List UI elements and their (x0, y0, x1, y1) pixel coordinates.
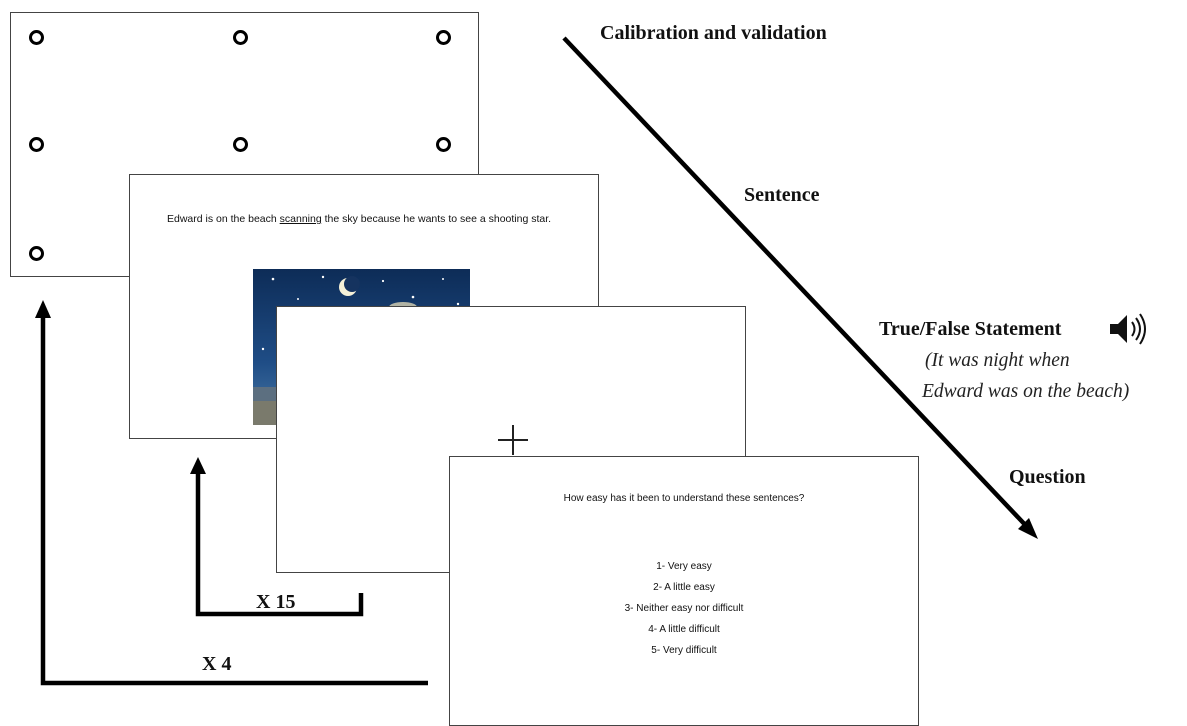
label-repeat-inner: X 15 (256, 591, 296, 613)
statement-line1: (It was night when (925, 350, 1070, 371)
timeline-arrow-head (1018, 518, 1038, 539)
calibration-dot-icon (436, 30, 451, 45)
calibration-dot-icon (233, 137, 248, 152)
question-screen: How easy has it been to understand these… (449, 456, 919, 726)
statement-line2: Edward was on the beach) (922, 381, 1130, 402)
answer-option: 4- A little difficult (648, 624, 720, 635)
outer-loop-arrow-head (35, 300, 51, 318)
answer-option: 5- Very difficult (651, 645, 717, 656)
question-text: How easy has it been to understand these… (563, 493, 805, 504)
calibration-dot-icon (29, 246, 44, 261)
label-question: Question (1009, 466, 1086, 488)
answer-options: 1- Very easy 2- A little easy 3- Neither… (450, 556, 918, 661)
label-true-false: True/False Statement (879, 318, 1062, 340)
answer-option: 2- A little easy (653, 582, 715, 593)
fixation-cross-icon (498, 425, 528, 455)
label-repeat-outer: X 4 (202, 653, 232, 675)
calibration-dot-icon (436, 137, 451, 152)
target-word: scanning (279, 213, 322, 225)
calibration-dot-icon (29, 137, 44, 152)
sentence-text: Edward is on the beach scanning the sky … (167, 213, 552, 225)
speaker-sound-icon (1110, 313, 1146, 345)
calibration-dot-icon (233, 30, 248, 45)
answer-option: 3- Neither easy nor difficult (624, 603, 744, 614)
answer-option: 1- Very easy (656, 561, 712, 572)
calibration-dot-icon (29, 30, 44, 45)
inner-loop-arrow-head (190, 457, 206, 474)
label-calibration: Calibration and validation (600, 22, 827, 44)
label-sentence: Sentence (744, 184, 820, 206)
